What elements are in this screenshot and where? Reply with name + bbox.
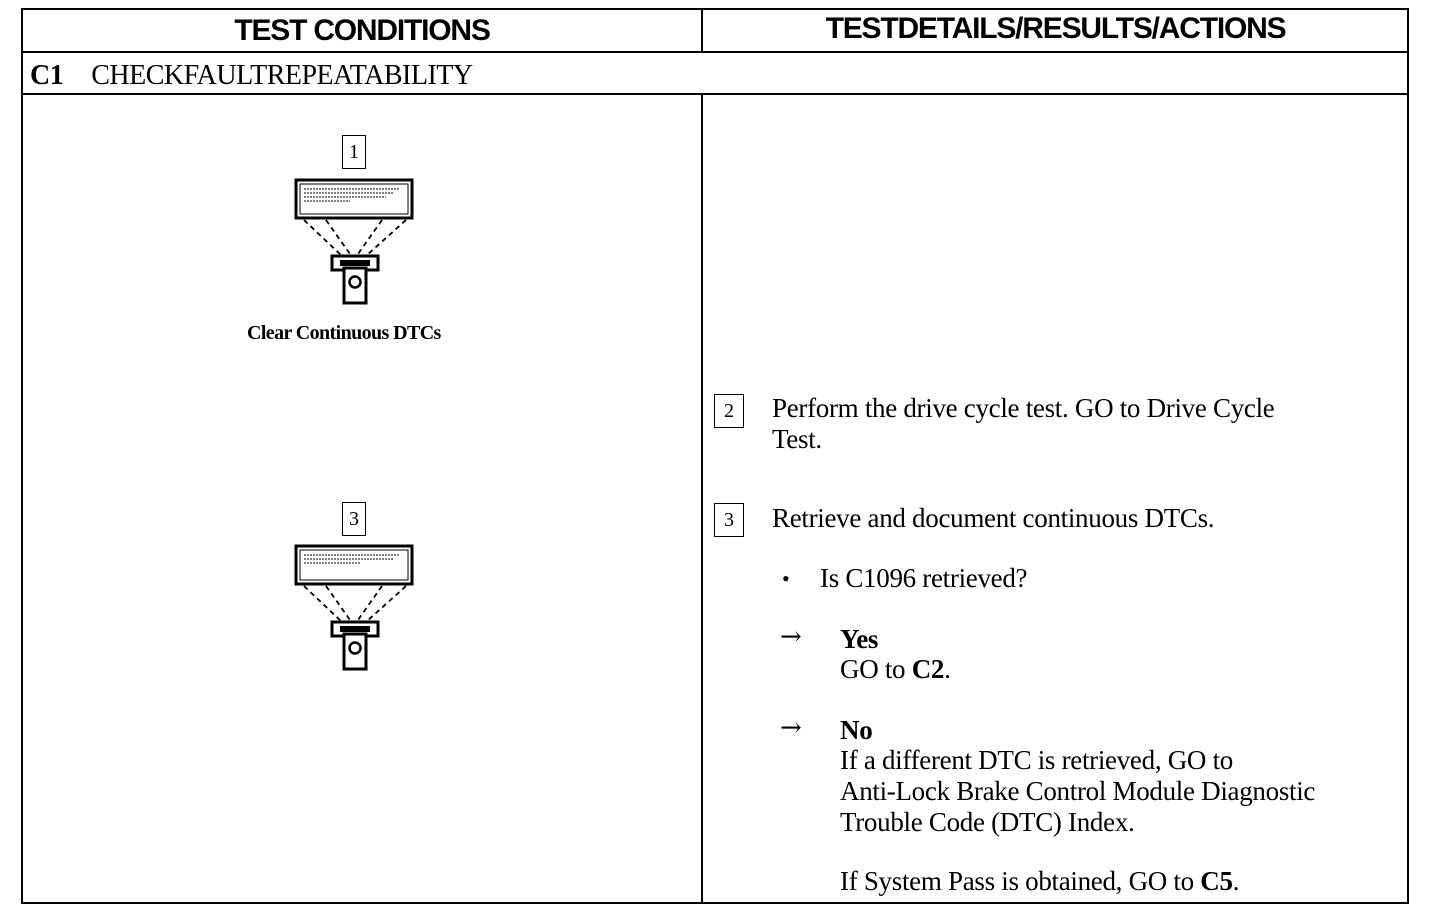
pass-period: . [1232,866,1240,896]
yes-action: GO to C2. [840,654,951,685]
body-column-divider [701,93,703,904]
yes-period: . [944,654,951,684]
pass-target-link: C5 [1200,866,1233,896]
step-3-badge-right: 3 [714,503,744,537]
scan-tool-illustration-3 [294,544,414,671]
yes-arrow: → [780,622,802,652]
step-2-text-line-2: Test. [772,424,822,454]
question-text: Is C1096 retrieved? [820,563,1028,593]
step-1-badge: 1 [342,135,366,169]
no-label: No [840,715,873,745]
no-action-line-3: Trouble Code (DTC) Index. [840,807,1135,837]
no-action-line-1: If a different DTC is retrieved, GO to [840,745,1233,775]
step-3-badge-left: 3 [342,502,366,536]
section-code: C1 [30,60,64,91]
no-arrow: → [780,713,802,743]
step-1-caption: Clear Continuous DTCs [247,322,441,344]
table-frame [21,8,1409,904]
step-2-badge: 2 [714,394,744,428]
yes-label: Yes [840,624,879,654]
header-test-details: TESTDETAILS/RESULTS/ACTIONS [825,12,1287,45]
yes-go-text: GO to [840,654,912,684]
header-test-conditions: TEST CONDITIONS [234,14,491,47]
question-bullet: • [782,566,790,591]
scan-tool-illustration-1 [294,178,414,305]
section-title: CHECKFAULTREPEATABILITY [91,60,473,91]
section-title-row: C1 CHECKFAULTREPEATABILITY [30,60,473,92]
yes-target-link: C2 [911,654,945,684]
section-divider [21,93,1409,95]
pass-text: If System Pass is obtained, GO to [840,866,1201,896]
header-divider [21,51,1409,53]
no-action-line-2: Anti-Lock Brake Control Module Diagnosti… [840,776,1316,806]
system-pass-action: If System Pass is obtained, GO to C5. [840,866,1239,897]
step-2-text-line-1: Perform the drive cycle test. GO to Driv… [772,393,1275,423]
header-column-divider [701,8,703,52]
step-3-text: Retrieve and document continuous DTCs. [772,503,1215,533]
